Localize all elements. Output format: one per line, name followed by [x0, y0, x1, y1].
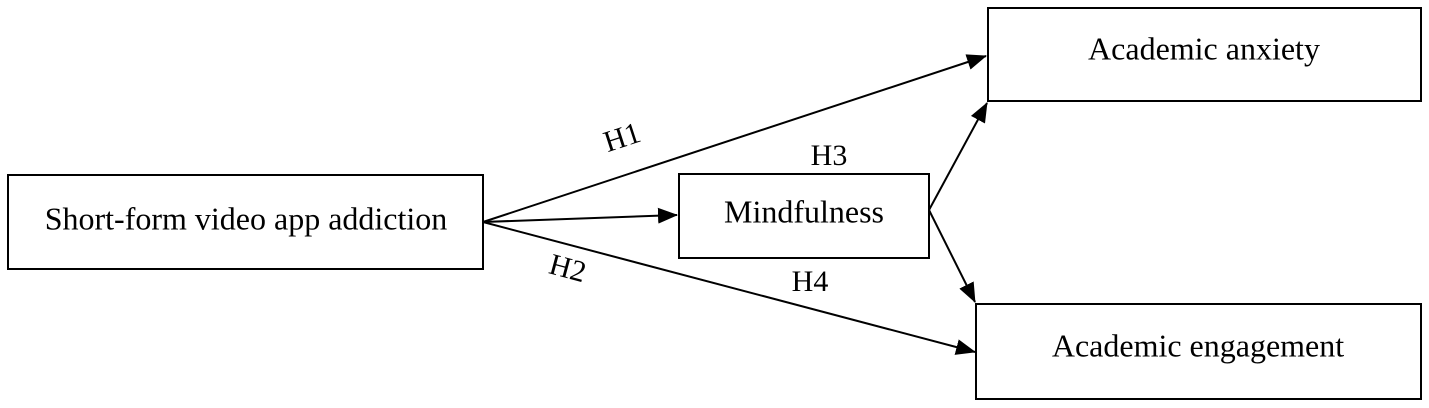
node-addiction-box: [7, 174, 484, 270]
arrow-addiction-to-engagement: [482, 221, 976, 355]
node-anxiety-box: [987, 7, 1422, 102]
arrow-mindfulness-to-engagement: [928, 209, 976, 303]
node-addiction: Short-form video app addiction: [7, 174, 484, 270]
label-h3: H3: [811, 139, 848, 172]
node-anxiety-label: Academic anxiety: [1088, 30, 1320, 66]
node-addiction-label: Short-form video app addiction: [45, 200, 448, 236]
node-engagement-box: [975, 303, 1422, 400]
node-mindfulness-box: [678, 173, 930, 259]
node-engagement-label: Academic engagement: [1052, 327, 1344, 363]
label-h4: H4: [792, 265, 829, 298]
node-engagement: Academic engagement: [975, 303, 1422, 400]
node-anxiety: Academic anxiety: [987, 7, 1422, 102]
label-h2: H2: [546, 248, 590, 289]
label-h1: H1: [600, 116, 645, 159]
arrow-mindfulness-to-anxiety: [928, 102, 988, 211]
node-mindfulness: Mindfulness: [678, 173, 930, 259]
arrow-addiction-to-mindfulness: [482, 207, 678, 224]
arrow-addiction-to-anxiety: [482, 54, 987, 223]
edges: [482, 54, 988, 355]
node-mindfulness-label: Mindfulness: [724, 193, 884, 229]
